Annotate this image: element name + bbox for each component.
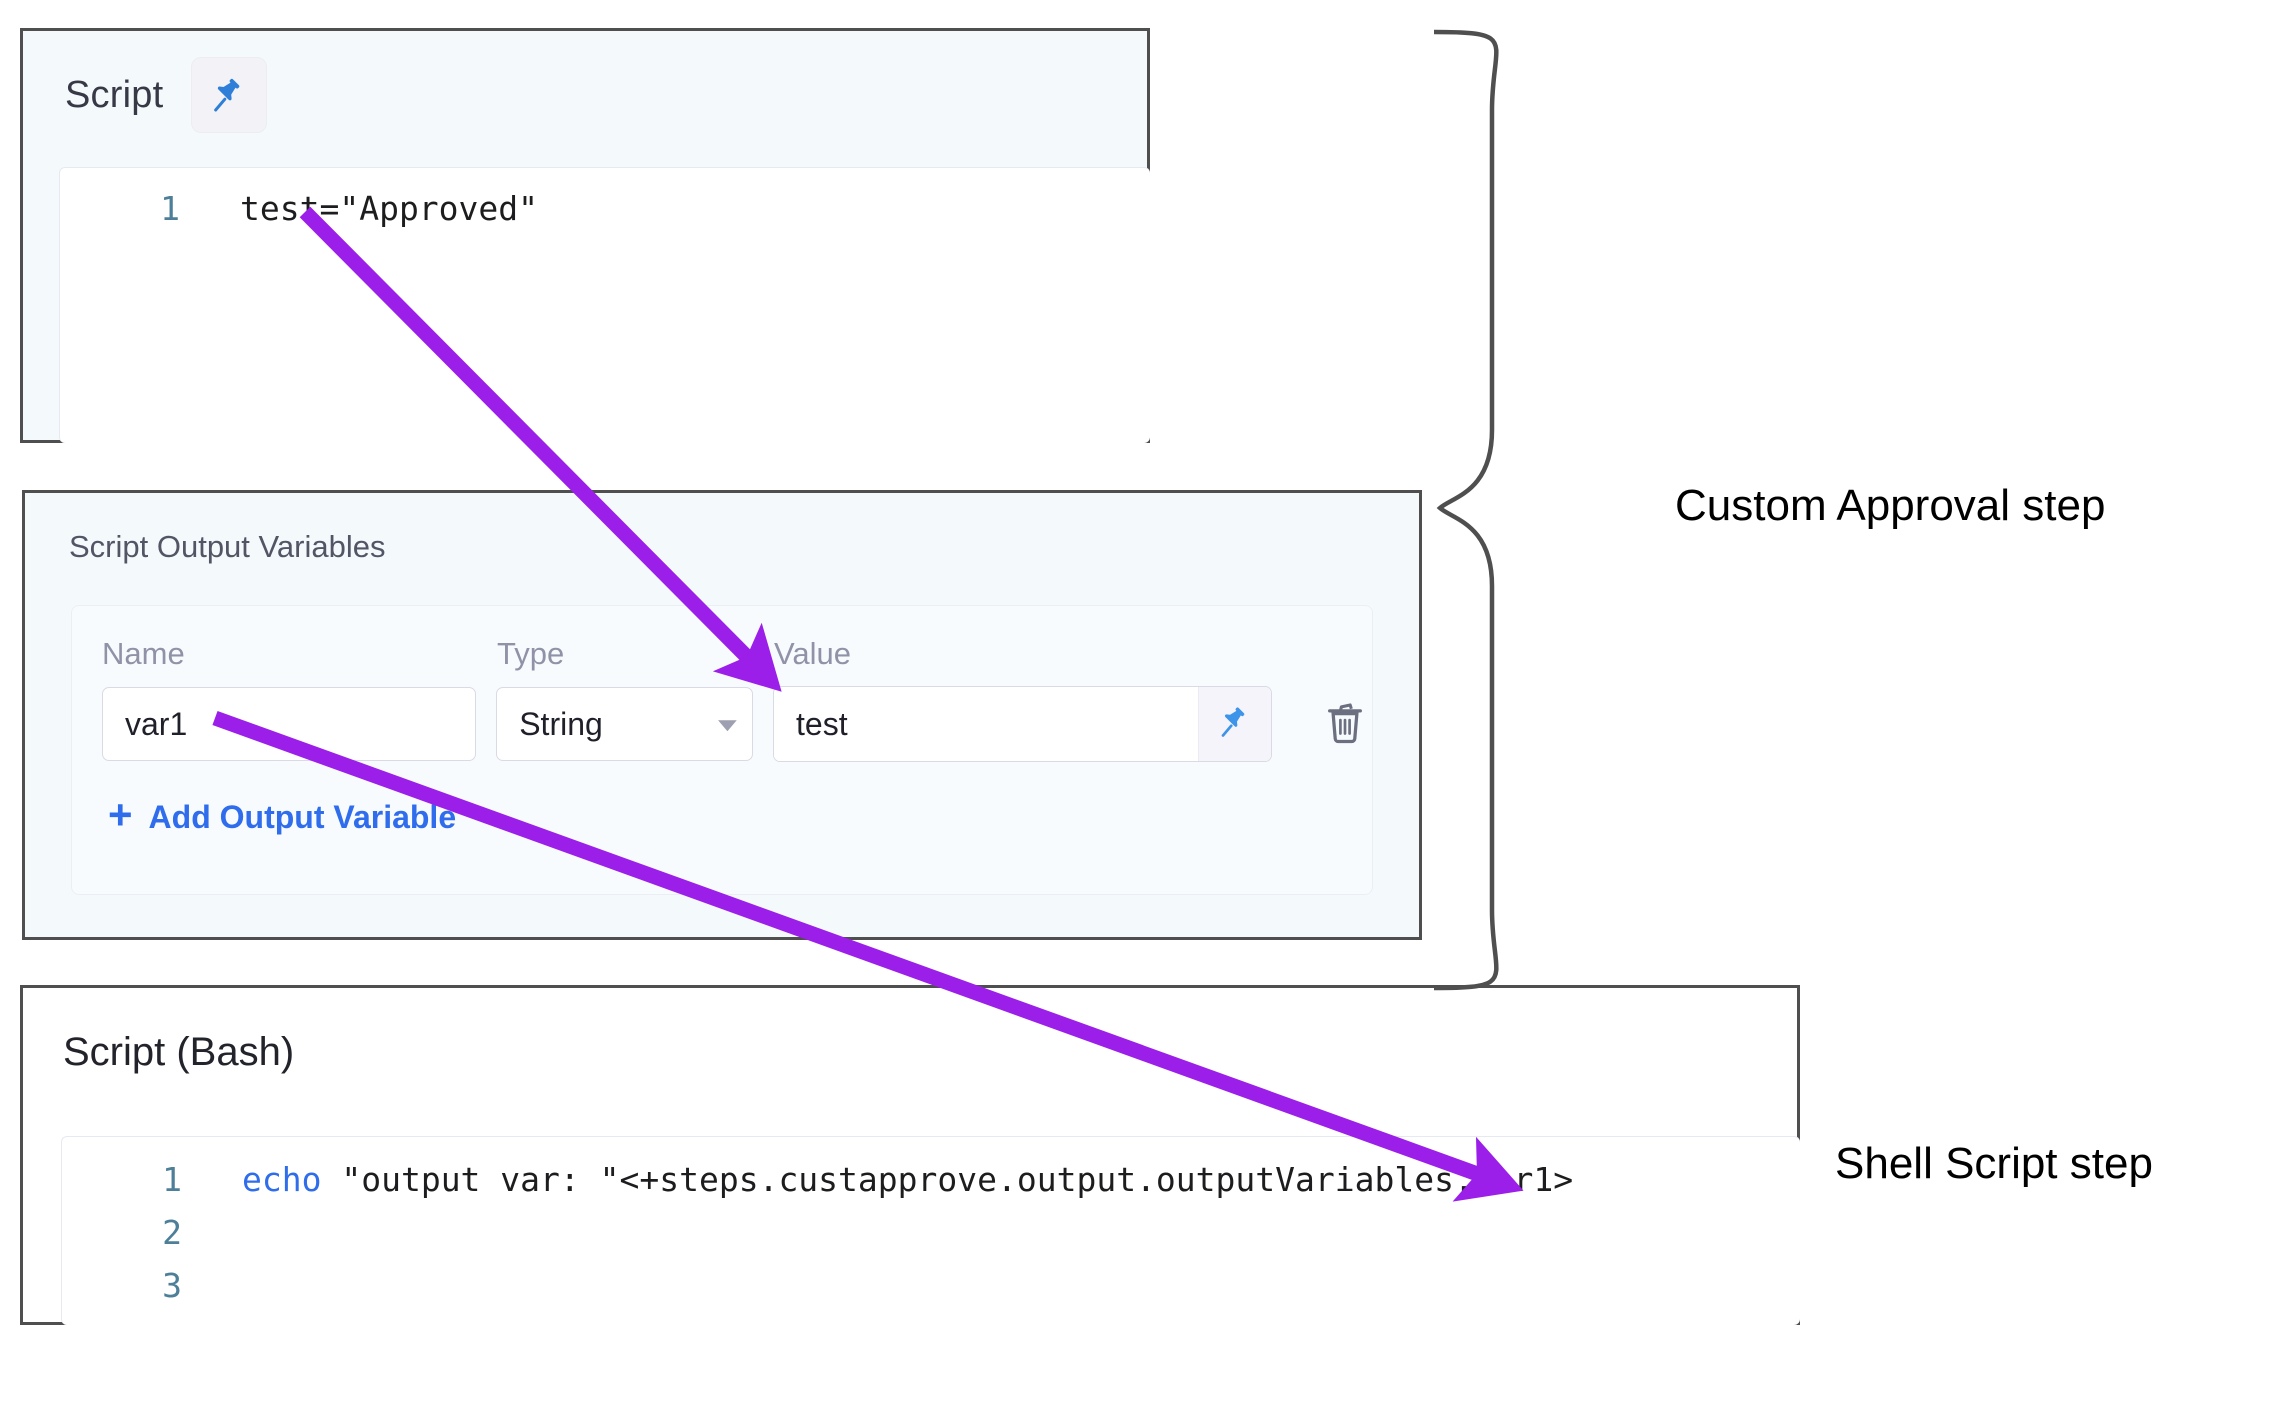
column-header-name: Name: [102, 636, 185, 671]
bash-code-editor[interactable]: 1 echo "output var: "<+steps.custapprove…: [61, 1136, 1800, 1325]
bash-script-panel: Script (Bash) 1 echo "output var: "<+ste…: [20, 985, 1800, 1325]
chevron-down-icon: ▾: [718, 711, 737, 737]
code-text: test="Approved": [240, 189, 539, 228]
plus-icon: +: [108, 791, 133, 838]
bash-panel-title: Script (Bash): [63, 1030, 295, 1074]
script-code-editor[interactable]: 1 test="Approved": [59, 167, 1150, 443]
pin-button[interactable]: [191, 57, 268, 133]
line-number: 3: [162, 1266, 182, 1305]
add-output-variable-button[interactable]: + Add Output Variable: [72, 762, 1372, 838]
line-number: 2: [162, 1213, 182, 1252]
custom-approval-brace: [1433, 29, 1499, 991]
value-pin-button[interactable]: [1198, 687, 1272, 761]
pin-icon: [209, 75, 249, 115]
code-text: echo "output var: "<+steps.custapprove.o…: [182, 1153, 1573, 1206]
script-panel: Script 1 test="Approved": [20, 28, 1150, 443]
line-number: 1: [160, 189, 180, 228]
column-header-value: Value: [774, 636, 851, 671]
variable-type-value: String: [519, 705, 603, 742]
variable-value-input[interactable]: test: [774, 687, 1199, 761]
code-line: 3: [62, 1259, 1800, 1312]
variable-name-input[interactable]: var1: [102, 687, 477, 761]
script-panel-header: Script: [23, 31, 1147, 133]
annotation-shell-script-step: Shell Script step: [1835, 1139, 2153, 1188]
code-line: 1 echo "output var: "<+steps.custapprove…: [62, 1137, 1800, 1206]
delete-row-button[interactable]: [1318, 694, 1372, 754]
code-line: 1 test="Approved": [60, 168, 1150, 235]
script-output-variables-panel: Script Output Variables Name Type Value …: [22, 490, 1422, 940]
section-title: Script Output Variables: [69, 529, 386, 564]
column-headers: Name Type Value: [72, 606, 1372, 672]
page-title: Script: [65, 73, 164, 116]
pin-icon: [1217, 704, 1253, 745]
variable-value-group: test: [773, 686, 1273, 762]
code-rest: "output var: "<+steps.custapprove.output…: [321, 1160, 1574, 1199]
line-number: 1: [162, 1160, 182, 1199]
code-keyword: echo: [242, 1160, 322, 1199]
code-line: 2: [62, 1206, 1800, 1259]
column-header-type: Type: [497, 636, 565, 671]
output-variables-card: Name Type Value var1 String ▾ test: [71, 605, 1373, 895]
trash-icon: [1322, 696, 1368, 753]
variable-type-select[interactable]: String ▾: [496, 687, 754, 761]
add-output-variable-label: Add Output Variable: [148, 798, 457, 835]
table-row: var1 String ▾ test: [72, 672, 1372, 762]
annotation-custom-approval-step: Custom Approval step: [1675, 481, 2105, 530]
